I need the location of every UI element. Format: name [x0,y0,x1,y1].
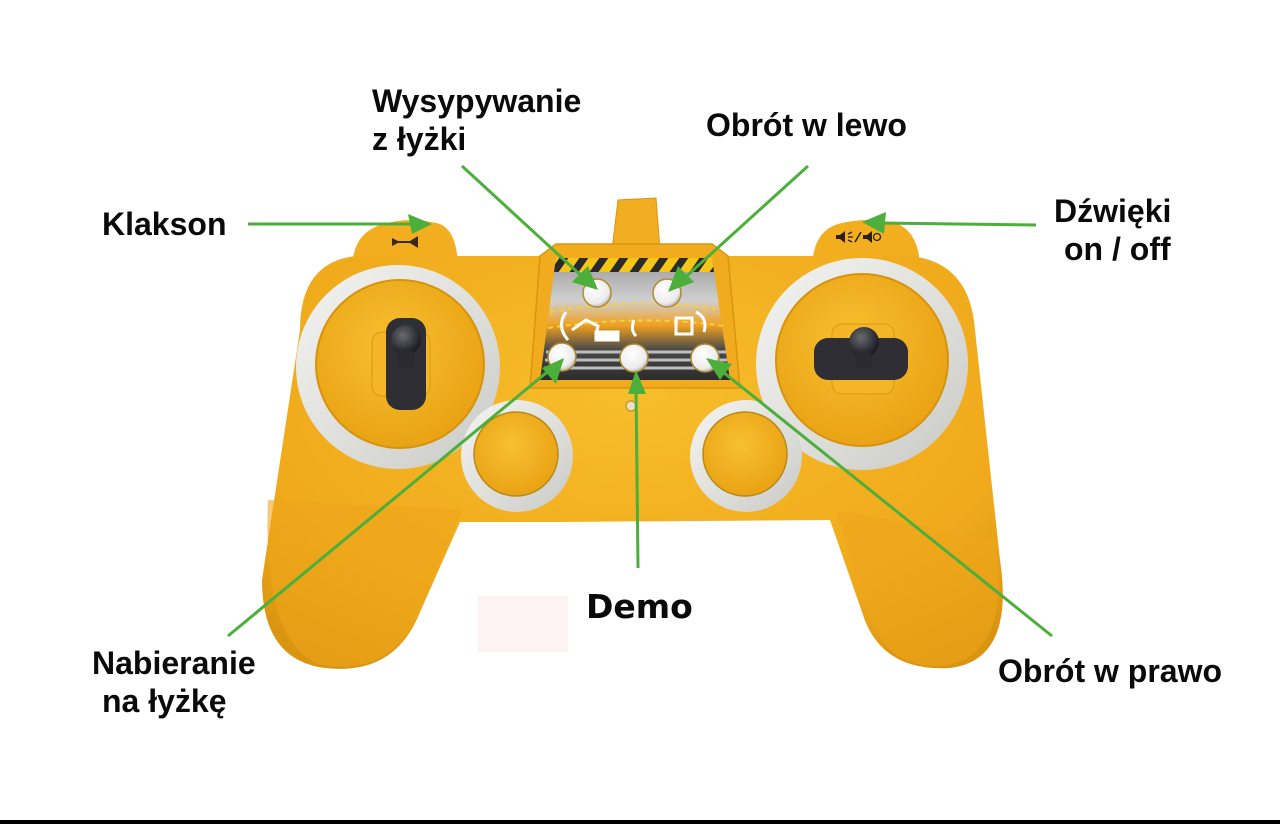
right-grip [836,510,999,666]
label-rotate-right: Obrót w prawo [998,653,1222,689]
rotate-left-arrow [668,164,810,292]
hazard-stripes [554,258,714,272]
demo-arrow [628,370,646,569]
antenna-tab [611,197,661,251]
excavator-arm-pictogram [560,310,707,342]
label-scoop-line1: Nabieranie [92,645,256,681]
horn-icon [392,236,418,248]
right-lower-button[interactable] [702,411,788,497]
background-smudge [478,596,568,652]
speaker-on-off-icon [836,231,882,243]
scoop-arrow [227,358,564,638]
label-sound-line1: Dźwięki [1054,193,1172,229]
left-lower-button[interactable] [473,411,559,497]
label-dump-bucket-line2: z łyżki [372,121,467,157]
left-joystick-knob[interactable] [391,325,421,355]
label-scoop-line2: na łyżkę [102,683,227,719]
label-demo: Demo [586,587,693,626]
bottom-border [0,820,1280,824]
left-grip [267,500,462,667]
dump-bucket-arrow [460,164,598,290]
right-joystick-knob[interactable] [849,327,879,357]
label-horn: Klakson [102,206,227,242]
rotate-right-arrow [706,358,1053,638]
label-sound-line2: on / off [1064,231,1171,267]
horn-arrow [248,214,432,234]
left-joystick-shaft [398,350,414,368]
sound-arrow [862,212,1037,234]
callout-arrows [227,164,1053,638]
power-led [625,400,637,412]
label-rotate-left: Obrót w lewo [706,107,907,143]
demo-button[interactable] [619,343,649,373]
right-joystick-shaft [856,352,872,368]
label-dump-bucket-line1: Wysypywanie [372,83,582,119]
